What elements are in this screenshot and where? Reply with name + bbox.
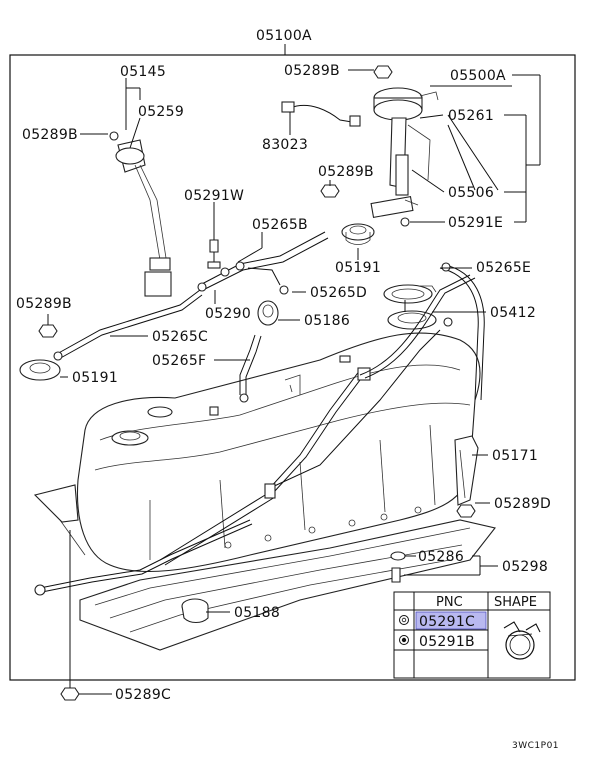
legend-row2-symbol-icon	[399, 635, 409, 645]
label-05188: 05188	[234, 605, 280, 621]
label-05500A: 05500A	[450, 68, 506, 84]
leader-lines	[47, 69, 541, 695]
label-05265E: 05265E	[476, 260, 531, 276]
legend-row1-symbol-icon	[399, 615, 409, 625]
grommet-left	[19, 359, 61, 381]
legend-header-shape: SHAPE	[494, 595, 537, 610]
label-05265D: 05265D	[310, 285, 367, 301]
label-05289B-lower: 05289B	[16, 296, 72, 312]
label-05289B-left: 05289B	[22, 127, 78, 143]
label-05171: 05171	[492, 448, 538, 464]
grommet-top	[341, 223, 375, 241]
label-05265B: 05265B	[252, 217, 308, 233]
label-05100A: 05100A	[256, 28, 312, 44]
label-05265F: 05265F	[152, 353, 206, 369]
label-05412: 05412	[490, 305, 536, 321]
diagram-code: 3WC1P01	[512, 741, 559, 751]
label-05191-top: 05191	[335, 260, 381, 276]
legend-table: PNC SHAPE 05291C 05291B	[393, 591, 551, 679]
label-05186: 05186	[304, 313, 350, 329]
legend-row1-highlight	[415, 611, 487, 630]
label-05298: 05298	[502, 559, 548, 575]
wire-harness	[289, 104, 353, 123]
label-05191-left: 05191	[72, 370, 118, 386]
label-05290: 05290	[205, 306, 251, 322]
label-05145: 05145	[120, 64, 166, 80]
label-05289D: 05289D	[494, 496, 551, 512]
label-05289B-mid: 05289B	[318, 164, 374, 180]
hose-clamp-icon	[503, 621, 541, 660]
tank-strap	[454, 435, 479, 506]
label-05259: 05259	[138, 104, 184, 120]
diagram-frame	[9, 54, 576, 681]
label-83023: 83023	[262, 137, 308, 153]
label-05261: 05261	[448, 108, 494, 124]
label-05506: 05506	[448, 185, 494, 201]
legend-row2-part[interactable]: 05291B	[419, 634, 475, 650]
label-05291W: 05291W	[184, 188, 244, 204]
label-05265C: 05265C	[152, 329, 208, 345]
fuel-pump-module	[370, 87, 439, 219]
legend-row1-part[interactable]: 05291C	[419, 614, 475, 630]
label-05289C: 05289C	[115, 687, 171, 703]
retainer-ring	[383, 284, 433, 304]
label-05291E: 05291E	[448, 215, 503, 231]
label-05289B-top: 05289B	[284, 63, 340, 79]
pump-holder	[257, 300, 279, 326]
label-05286: 05286	[418, 549, 464, 565]
legend-header-pnc: PNC	[436, 595, 463, 610]
sender-unit	[109, 131, 172, 297]
vent-pipe	[39, 519, 251, 589]
